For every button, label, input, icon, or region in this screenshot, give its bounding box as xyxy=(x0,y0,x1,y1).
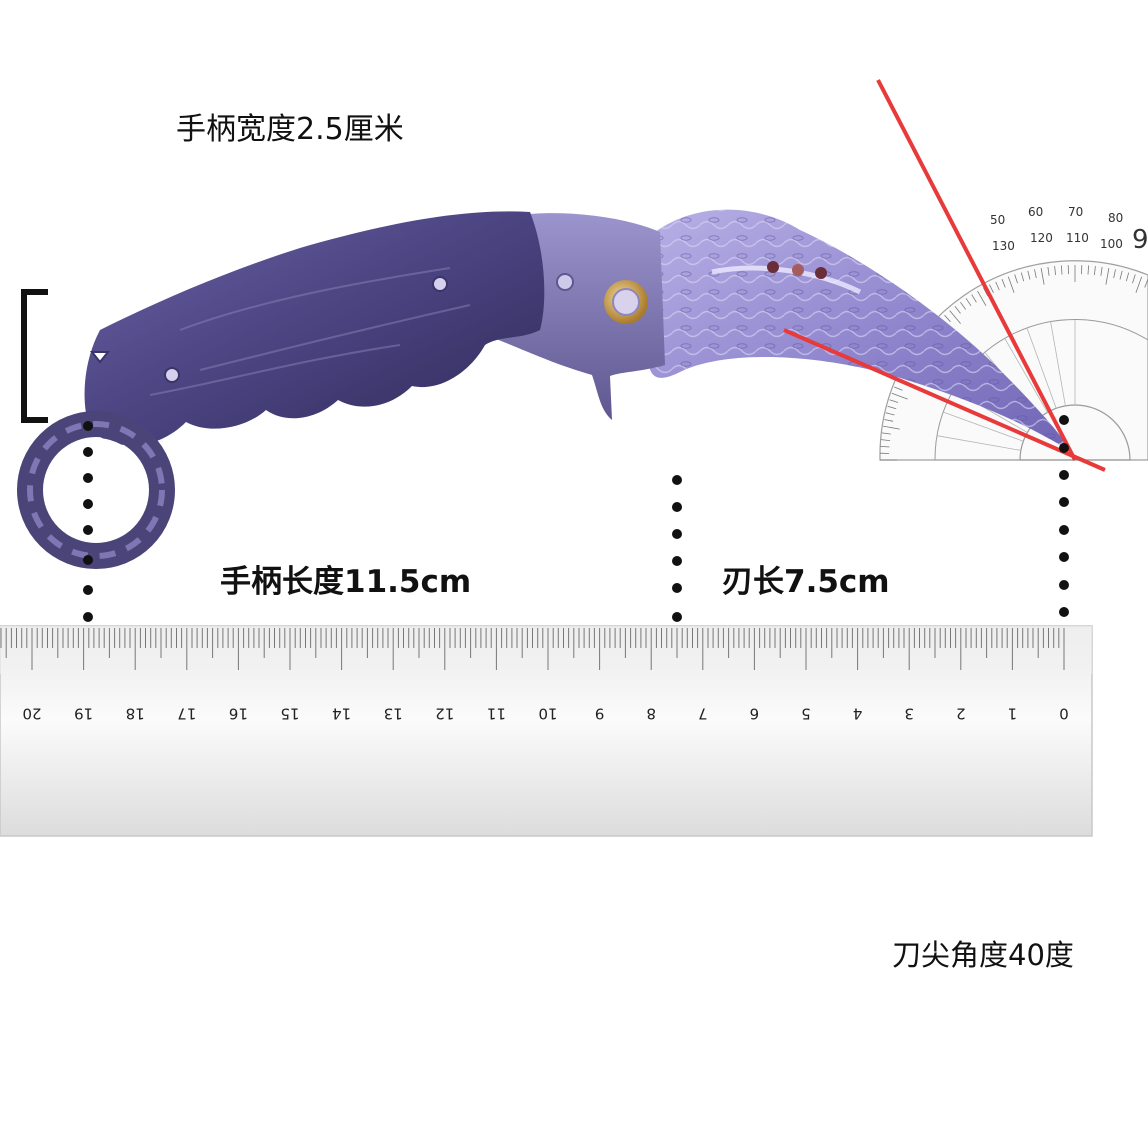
ruler-number: 5 xyxy=(801,705,811,723)
protractor-tick xyxy=(1061,265,1063,275)
handle-width-bracket-icon xyxy=(21,289,48,423)
protractor-tick xyxy=(965,298,972,307)
ruler-number: 16 xyxy=(229,705,248,723)
protractor-tick xyxy=(1105,267,1110,285)
protractor-number: 50 xyxy=(990,213,1005,227)
protractor-ray xyxy=(937,435,1021,451)
ruler-number: 3 xyxy=(904,705,914,723)
protractor-tick xyxy=(1020,272,1025,282)
protractor-tick xyxy=(894,386,903,391)
handle-start-marker xyxy=(83,421,93,622)
ruler-number: 1 xyxy=(1008,705,1018,723)
lanyard-hole xyxy=(89,351,111,364)
ruler-number: 6 xyxy=(750,705,760,723)
protractor-tick xyxy=(891,392,908,400)
protractor-tick xyxy=(1119,270,1123,280)
karambit-knife xyxy=(17,209,1072,569)
handle-width-label: 手柄宽度2.5厘米 xyxy=(176,112,404,147)
ruler-number: 9 xyxy=(595,705,605,723)
protractor-tick xyxy=(1001,279,1006,288)
bolster-screw xyxy=(556,273,574,291)
protractor-ray xyxy=(1050,322,1066,406)
blade-hole xyxy=(815,267,827,279)
ruler-number: 15 xyxy=(280,705,299,723)
protractor-tick xyxy=(887,405,897,410)
ruler-number: 17 xyxy=(177,705,196,723)
handle-length-label: 手柄长度11.5cm xyxy=(220,564,472,600)
tip-angle-label: 刀尖角度40度 xyxy=(892,938,1074,972)
ruler-number: 11 xyxy=(487,705,506,723)
blade-hole xyxy=(767,261,779,273)
ruler-number: 0 xyxy=(1059,705,1069,723)
protractor-tick xyxy=(954,306,961,314)
ruler-number: 10 xyxy=(538,705,557,723)
protractor-tick xyxy=(944,314,951,323)
protractor-tick xyxy=(1113,269,1116,279)
ruler-number: 7 xyxy=(698,705,708,723)
protractor-number: 80 xyxy=(1108,211,1123,225)
protractor-tick xyxy=(882,425,900,430)
protractor-tick xyxy=(885,412,895,416)
ruler-number: 20 xyxy=(22,705,41,723)
protractor-tick xyxy=(1100,266,1103,276)
ruler-number: 13 xyxy=(384,705,403,723)
ruler-number: 12 xyxy=(435,705,454,723)
handle-screw xyxy=(432,276,448,292)
protractor-ray xyxy=(1026,328,1057,409)
protractor-tick xyxy=(1027,270,1031,280)
protractor-tick xyxy=(1047,266,1050,276)
protractor-tick xyxy=(1132,274,1136,284)
protractor-tick xyxy=(1007,276,1015,293)
protractor-number: 100 xyxy=(1100,237,1123,251)
protractor-tick xyxy=(1135,276,1143,293)
tip-angle-line-upper xyxy=(876,79,1077,461)
protractor-number: 120 xyxy=(1030,231,1053,245)
protractor-number: 130 xyxy=(992,239,1015,253)
protractor-tick xyxy=(960,301,967,310)
protractor-tick xyxy=(1040,267,1045,285)
protractor-tick xyxy=(881,439,891,441)
protractor-tick xyxy=(971,294,977,303)
protractor-tick xyxy=(880,446,890,448)
tip-angle-line-lower xyxy=(783,328,1106,472)
protractor-tick xyxy=(949,310,961,324)
protractor-ray xyxy=(1004,338,1048,413)
protractor-tick xyxy=(995,281,1000,291)
handle-screw xyxy=(164,367,180,383)
blade-start-marker xyxy=(672,475,682,622)
ruler-number: 2 xyxy=(956,705,966,723)
protractor-tick xyxy=(881,432,891,435)
ruler-number: 14 xyxy=(332,705,351,723)
protractor-tick xyxy=(1094,266,1096,276)
protractor-tick xyxy=(1144,279,1148,288)
protractor-number: 70 xyxy=(1068,205,1083,219)
protractor-tick xyxy=(989,284,994,293)
blade-hole xyxy=(792,264,804,276)
protractor-number: 60 xyxy=(1028,205,1043,219)
protractor-number: 9 xyxy=(1132,225,1148,255)
protractor-tick xyxy=(1125,272,1130,282)
knife-handle xyxy=(84,211,545,446)
protractor-tick xyxy=(1034,269,1037,279)
blade-length-label: 刃长7.5cm xyxy=(722,564,890,600)
protractor-ray xyxy=(943,411,1024,442)
ruler-number: 19 xyxy=(74,705,93,723)
protractor-tick xyxy=(889,399,899,403)
ruler-number: 18 xyxy=(126,705,145,723)
protractor-tick xyxy=(1087,265,1089,275)
protractor-tick xyxy=(977,290,987,307)
blade-tip-marker xyxy=(1059,415,1069,617)
protractor-tick xyxy=(1014,274,1018,284)
protractor-tick xyxy=(884,419,894,422)
ruler-number: 4 xyxy=(853,705,863,723)
protractor-number: 110 xyxy=(1066,231,1089,245)
ruler-number: 8 xyxy=(646,705,656,723)
protractor-tick xyxy=(1054,266,1056,276)
